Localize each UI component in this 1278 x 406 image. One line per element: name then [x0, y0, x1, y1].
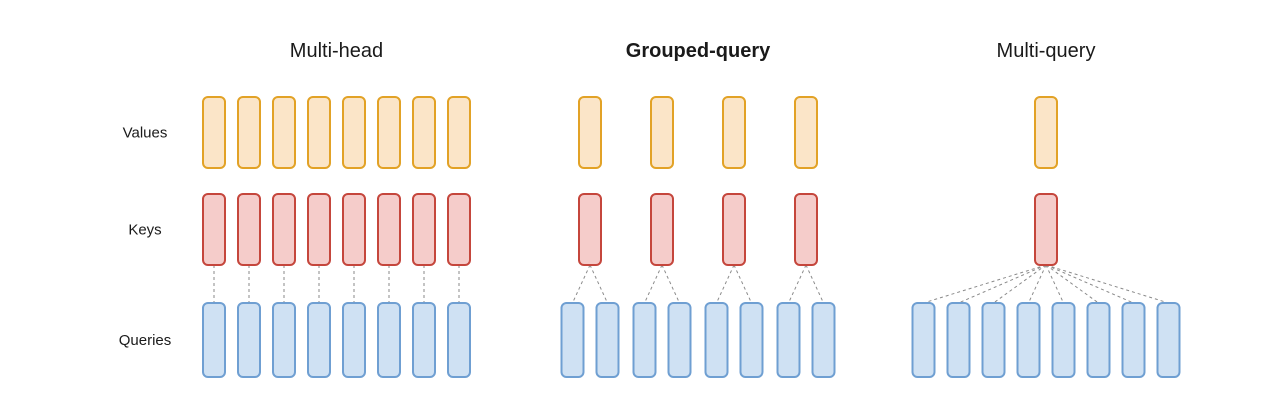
key-box	[377, 193, 401, 266]
key-box	[307, 193, 331, 266]
value-box	[202, 96, 226, 169]
attention-link	[993, 264, 1047, 304]
key-box	[412, 193, 436, 266]
attention-link	[1045, 264, 1064, 304]
attention-link	[589, 264, 608, 304]
value-box	[307, 96, 331, 169]
value-box	[447, 96, 471, 169]
query-box	[981, 302, 1006, 378]
query-box	[776, 302, 801, 378]
key-box	[578, 193, 602, 266]
attention-link	[644, 264, 663, 304]
attention-link	[1045, 264, 1134, 304]
query-box	[307, 302, 331, 378]
row-label-values: Values	[123, 125, 168, 142]
query-box	[632, 302, 657, 378]
key-box	[342, 193, 366, 266]
query-box	[447, 302, 471, 378]
query-box	[377, 302, 401, 378]
column-title-grouped-query: Grouped-query	[626, 40, 771, 62]
query-box	[237, 302, 261, 378]
attention-link	[1045, 264, 1099, 304]
attention-link	[788, 264, 807, 304]
attention-link	[805, 264, 824, 304]
query-box	[704, 302, 729, 378]
value-box	[1034, 96, 1058, 169]
attention-link	[733, 264, 752, 304]
key-box	[650, 193, 674, 266]
key-box	[722, 193, 746, 266]
attention-link	[572, 264, 591, 304]
query-box	[1156, 302, 1181, 378]
row-label-keys: Keys	[128, 222, 161, 239]
query-box	[1051, 302, 1076, 378]
query-box	[946, 302, 971, 378]
query-box	[595, 302, 620, 378]
value-box	[272, 96, 296, 169]
query-box	[811, 302, 836, 378]
key-box	[1034, 193, 1058, 266]
query-box	[1121, 302, 1146, 378]
value-box	[794, 96, 818, 169]
value-box	[722, 96, 746, 169]
column-title-multi-query: Multi-query	[997, 40, 1096, 62]
attention-link	[958, 264, 1047, 304]
value-box	[578, 96, 602, 169]
column-title-multi-head: Multi-head	[290, 40, 383, 62]
attention-link	[1028, 264, 1047, 304]
attention-link	[1045, 264, 1169, 304]
attention-link	[661, 264, 680, 304]
query-box	[667, 302, 692, 378]
value-box	[342, 96, 366, 169]
value-box	[412, 96, 436, 169]
query-box	[342, 302, 366, 378]
query-box	[412, 302, 436, 378]
query-box	[202, 302, 226, 378]
query-box	[560, 302, 585, 378]
key-box	[794, 193, 818, 266]
query-box	[1086, 302, 1111, 378]
query-box	[1016, 302, 1041, 378]
row-label-queries: Queries	[119, 332, 172, 349]
attention-link	[716, 264, 735, 304]
value-box	[377, 96, 401, 169]
key-box	[202, 193, 226, 266]
value-box	[650, 96, 674, 169]
attention-link	[923, 264, 1047, 304]
value-box	[237, 96, 261, 169]
key-box	[237, 193, 261, 266]
key-box	[447, 193, 471, 266]
query-box	[272, 302, 296, 378]
key-box	[272, 193, 296, 266]
query-box	[911, 302, 936, 378]
query-box	[739, 302, 764, 378]
